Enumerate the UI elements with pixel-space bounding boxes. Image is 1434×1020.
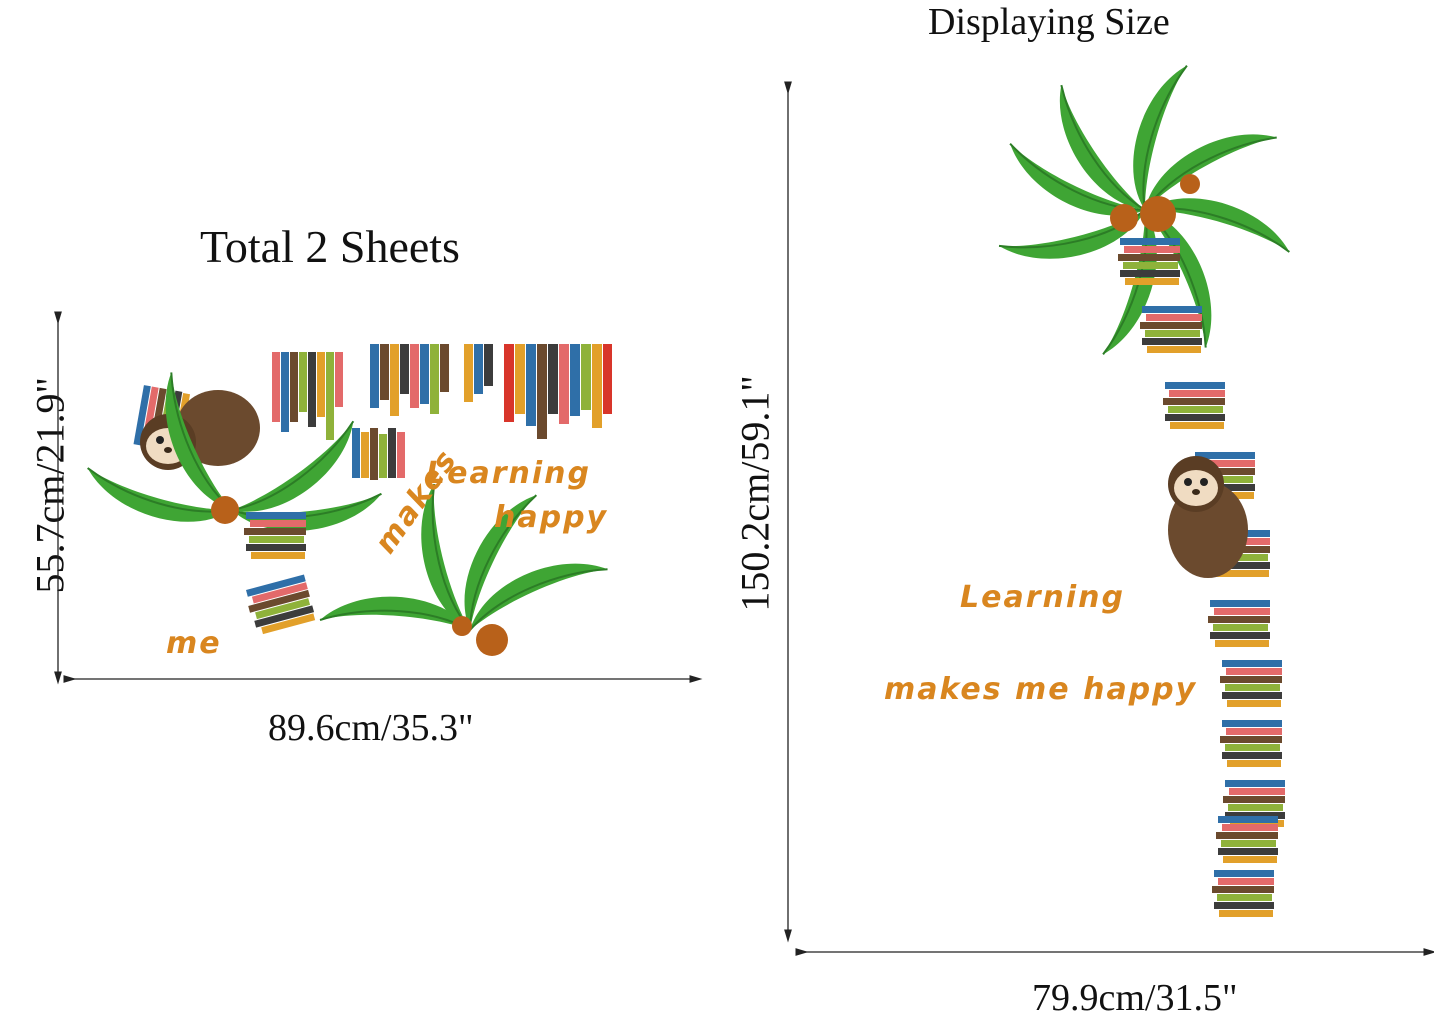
right-panel-title: Displaying Size xyxy=(928,1,1170,43)
left-small-books xyxy=(352,428,405,480)
left-word-learning: Learning xyxy=(426,456,591,491)
right-word-learning: Learning xyxy=(960,580,1125,615)
left-word-happy: happy xyxy=(494,500,609,535)
right-word-makes-me-happy: makes me happy xyxy=(884,672,1198,707)
left-palm-right xyxy=(319,481,612,656)
right-sloth xyxy=(1168,456,1248,578)
right-palm-leaves xyxy=(996,56,1299,364)
left-width-label: 89.6cm/35.3" xyxy=(268,707,474,749)
left-word-me: me xyxy=(166,626,222,661)
right-book-tower xyxy=(1118,238,1285,917)
left-palm-leaves xyxy=(78,368,387,636)
left-panel-title: Total 2 Sheets xyxy=(200,221,460,272)
left-book-strip xyxy=(272,344,612,440)
